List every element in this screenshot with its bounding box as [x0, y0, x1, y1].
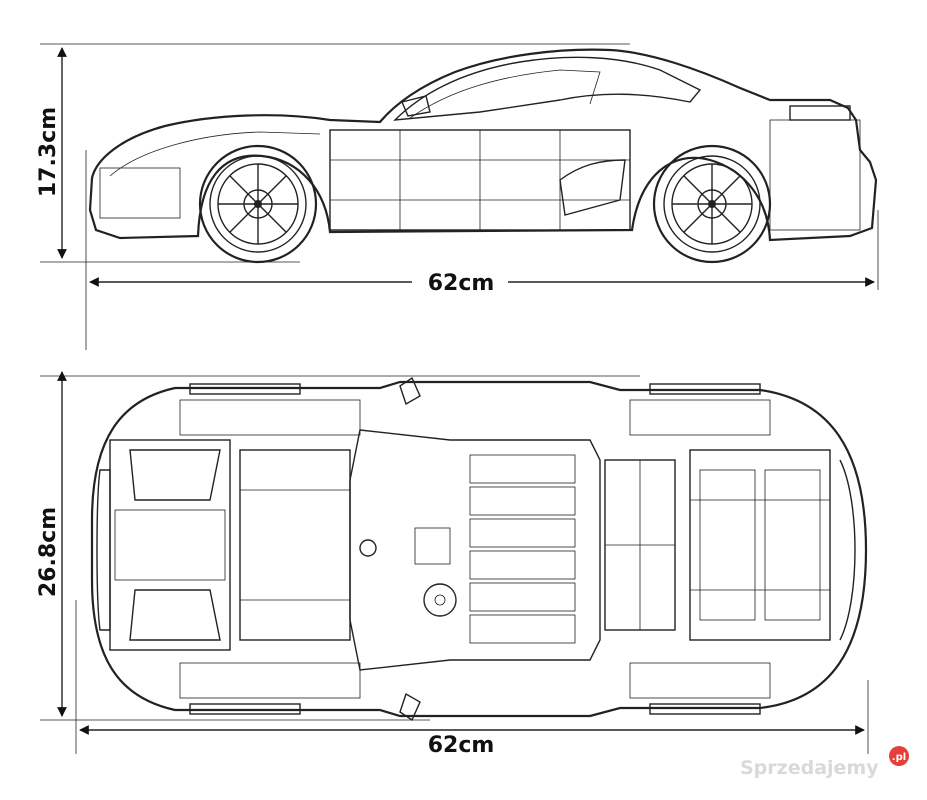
top-car-drawing: [90, 376, 868, 722]
side-car-drawing: [88, 48, 878, 242]
top-front-frame: [239, 449, 351, 641]
top-front-wheel-right: [189, 703, 301, 715]
top-seat-grid: [469, 454, 576, 644]
side-height-label: 17.3cm: [36, 107, 61, 197]
top-side-panel-left-front: [179, 399, 361, 436]
top-rear-frame: [689, 449, 831, 641]
top-gear: [359, 539, 377, 557]
top-mirror-left: [399, 376, 421, 406]
top-view: 26.8cm 62cm: [36, 371, 869, 758]
side-window-divider: [409, 69, 601, 119]
top-length-label: 62cm: [428, 733, 495, 758]
side-length-label: 62cm: [428, 271, 495, 296]
top-front-nose: [96, 469, 111, 631]
top-side-panel-right-front: [179, 662, 361, 699]
side-hood-line: [109, 131, 321, 177]
top-rear-wheel-left: [649, 383, 761, 395]
watermark-badge: [889, 746, 909, 766]
top-rear-wheel-right: [649, 703, 761, 715]
top-rear-tail: [839, 459, 856, 641]
top-steering-wheel: [423, 583, 457, 617]
side-rear-section: [769, 119, 861, 231]
side-rear-spoiler: [789, 105, 851, 121]
top-mirror-right: [399, 692, 421, 722]
side-view: 17.3cm 62cm: [36, 43, 879, 350]
watermark: Sprzedajemy .pl: [740, 746, 909, 779]
top-front-wheel-left: [189, 383, 301, 395]
top-side-panel-right-rear: [629, 662, 771, 699]
side-air-intake: [559, 159, 626, 216]
top-body-outline: [90, 380, 868, 718]
top-width-label: 26.8cm: [36, 507, 61, 597]
watermark-suffix: .pl: [892, 752, 906, 763]
side-mirror: [401, 95, 431, 117]
side-front-bumper: [99, 167, 181, 219]
side-body-outline: [88, 48, 878, 242]
side-rear-wheel: [652, 144, 772, 264]
side-front-wheel: [198, 144, 318, 264]
top-cockpit: [349, 429, 601, 671]
side-window-frame: [393, 56, 702, 121]
top-front-hood: [109, 439, 231, 651]
watermark-text: Sprzedajemy: [740, 757, 879, 779]
top-side-panel-left-rear: [629, 399, 771, 436]
